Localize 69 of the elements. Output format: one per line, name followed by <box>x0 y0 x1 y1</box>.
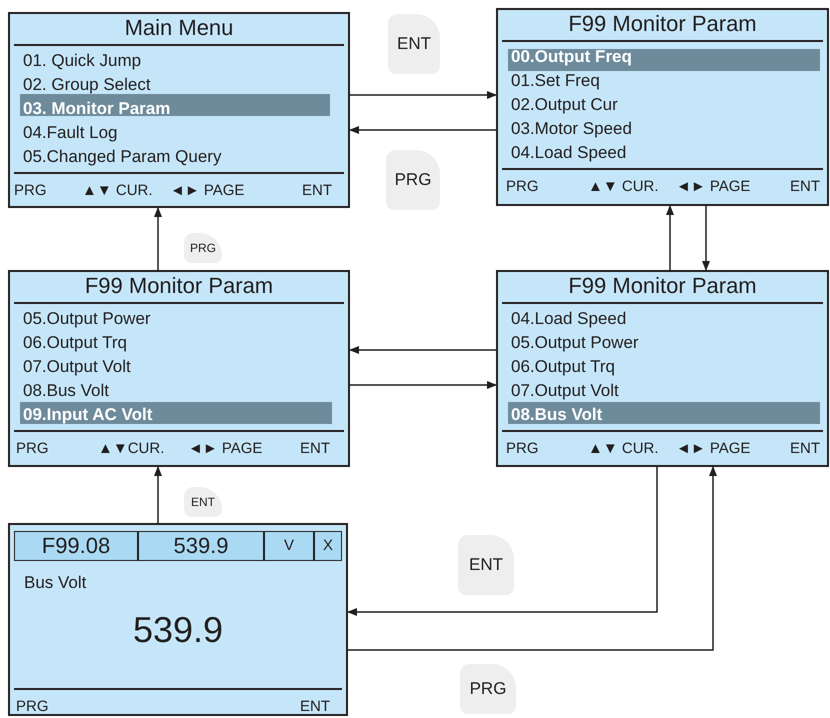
selected-menu-item: 08.Bus Volt <box>511 405 602 425</box>
softkey-label: PRG <box>506 178 539 196</box>
key-button: PRG <box>386 150 440 210</box>
softkey-label: ENT <box>300 698 330 716</box>
parameter-value-cell: 539.9 <box>138 531 264 561</box>
key-button: ENT <box>184 487 222 517</box>
key-button: ENT <box>388 14 440 74</box>
softkey-label: ◄► PAGE <box>170 182 244 200</box>
lcd-screen <box>8 270 350 467</box>
softkey-label: ◄► PAGE <box>188 440 262 458</box>
softkey-label: ◄► PAGE <box>676 440 750 458</box>
arrow <box>350 381 497 389</box>
arrow <box>348 466 717 651</box>
selected-menu-item: 03. Monitor Param <box>23 99 170 119</box>
lcd-screen <box>8 523 348 716</box>
arrow <box>666 205 674 270</box>
arrow <box>349 346 496 354</box>
key-button: PRG <box>460 664 516 714</box>
softkey-label: PRG <box>506 440 539 458</box>
softkey-label: PRG <box>16 440 49 458</box>
menu-item: 04.Load Speed <box>511 143 626 163</box>
menu-item: 04.Fault Log <box>23 123 118 143</box>
softkey-label: ENT <box>300 440 330 458</box>
menu-item: 05.Output Power <box>23 309 151 329</box>
softkey-label: ENT <box>302 182 332 200</box>
menu-item: 01. Quick Jump <box>23 51 142 71</box>
menu-item: 06.Output Trq <box>23 333 127 353</box>
menu-item: 07.Output Volt <box>23 357 131 377</box>
menu-item: 02. Group Select <box>23 75 151 95</box>
screen-title: Main Menu <box>124 15 234 40</box>
parameter-code-cell: F99.08 <box>14 531 138 561</box>
lcd-screen <box>496 8 829 206</box>
selected-menu-item: 00.Output Freq <box>511 47 632 67</box>
menu-item: 01.Set Freq <box>511 71 600 91</box>
arrow <box>702 206 710 271</box>
arrow <box>350 91 497 99</box>
menu-item: 05.Output Power <box>511 333 639 353</box>
softkey-label: ◄► PAGE <box>676 178 750 196</box>
softkey-label: ▲▼ CUR. <box>82 182 153 200</box>
softkey-label: ▲▼CUR. <box>98 440 164 458</box>
lcd-screen <box>8 12 350 208</box>
parameter-value: 539.9 <box>132 609 224 650</box>
softkey-label: ENT <box>790 178 820 196</box>
key-button: PRG <box>184 233 222 263</box>
arrow <box>154 207 162 270</box>
close-cell: X <box>314 531 342 561</box>
key-button: ENT <box>458 535 514 595</box>
menu-item: 03.Motor Speed <box>511 119 632 139</box>
menu-item: 02.Output Cur <box>511 95 618 115</box>
screen-title: F99 Monitor Param <box>567 273 758 298</box>
softkey-label: PRG <box>14 182 47 200</box>
screen-title: F99 Monitor Param <box>567 11 758 36</box>
arrow <box>154 466 162 523</box>
screen-title: F99 Monitor Param <box>84 273 274 298</box>
unit-cell: V <box>264 531 314 561</box>
softkey-label: ENT <box>790 440 820 458</box>
arrow <box>347 467 658 616</box>
softkey-label: ▲▼ CUR. <box>588 178 659 196</box>
selected-menu-item: 09.Input AC Volt <box>23 405 152 425</box>
arrow <box>349 126 496 134</box>
menu-item: 07.Output Volt <box>511 381 619 401</box>
parameter-name: Bus Volt <box>24 573 86 593</box>
softkey-label: PRG <box>16 698 49 716</box>
menu-item: 08.Bus Volt <box>23 381 110 401</box>
menu-item: 06.Output Trq <box>511 357 615 377</box>
lcd-screen <box>496 270 829 467</box>
softkey-label: ▲▼ CUR. <box>588 440 659 458</box>
menu-item: 05.Changed Param Query <box>23 147 222 167</box>
menu-item: 04.Load Speed <box>511 309 626 329</box>
